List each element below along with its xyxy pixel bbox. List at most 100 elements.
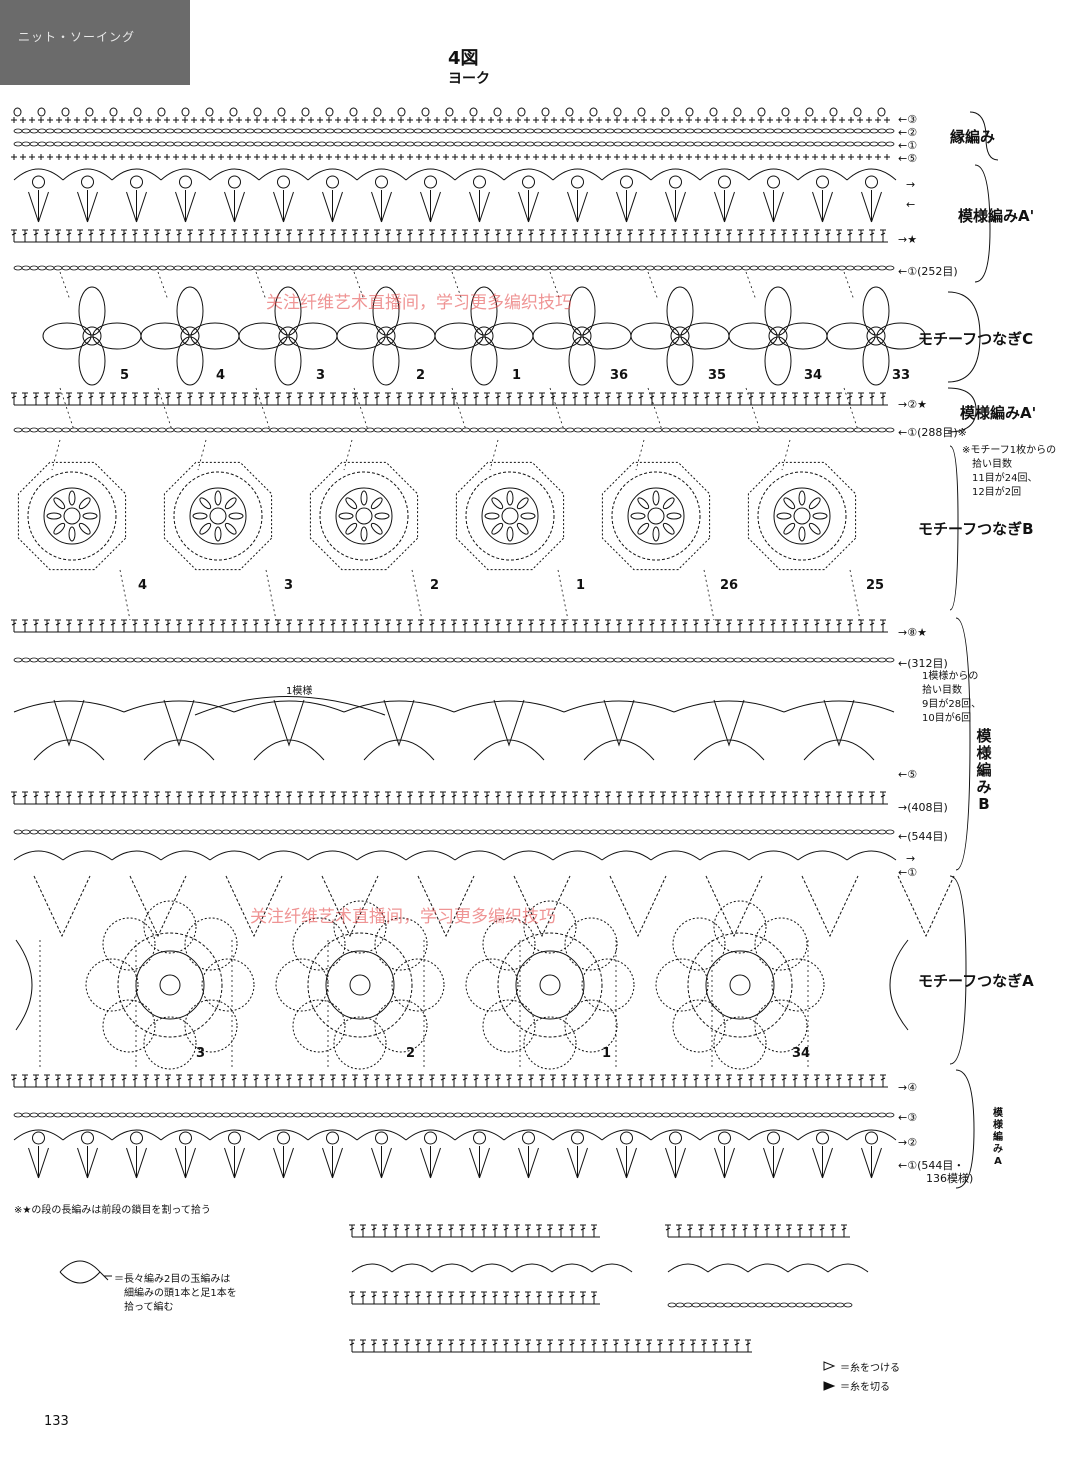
row-label-r7: →★ <box>898 233 918 246</box>
motif-a-flower <box>85 900 255 1070</box>
pattern-b-brace <box>955 617 971 871</box>
motif-a-petal <box>292 999 346 1053</box>
edging-sc-row-3 <box>11 117 890 123</box>
pattern-b-note: 1模様からの 拾い目数 9目が28回、 10目が6回 <box>922 671 982 724</box>
motif-a-ring <box>497 932 603 1038</box>
motif-c-petal <box>470 286 498 336</box>
motif-a-number: 2 <box>406 1046 416 1061</box>
motif-a-petal <box>482 917 536 971</box>
motif-b-petal <box>46 512 62 520</box>
row-label-r14: →(408目) <box>898 801 948 814</box>
section-motif-b: モチーフつなぎB <box>918 520 1034 538</box>
motif-b-petal <box>224 522 237 535</box>
detail-dc-row <box>349 1224 600 1238</box>
motif-b-petal <box>484 512 500 520</box>
motif-b-center <box>63 507 81 525</box>
row-label-r19: ←③ <box>898 1111 918 1124</box>
motif-c-number: 33 <box>892 368 911 383</box>
edging-chain-row-2 <box>13 128 895 134</box>
motif-b-number: 3 <box>284 578 294 593</box>
detail-arch-row <box>351 1263 633 1273</box>
motif-b-petal <box>374 512 390 520</box>
cut-yarn-note: ＝糸を切る <box>840 1382 890 1393</box>
page-number: 133 <box>44 1414 69 1429</box>
motif-a-petal <box>184 999 238 1053</box>
arch-row-2 <box>13 1129 897 1141</box>
motif-a-flower <box>655 900 825 1070</box>
motif-a-inner-ring <box>135 950 205 1020</box>
motif-b-inner-ring <box>189 487 247 545</box>
motif-c-number: 2 <box>416 368 426 383</box>
motif-c-number: 35 <box>708 368 727 383</box>
motif-b-petal <box>637 497 650 510</box>
detail-dc-row-right <box>665 1224 850 1238</box>
motif-c-center <box>474 326 494 346</box>
section-pattern-a-prime-mid: 模様編みA' <box>960 404 1037 422</box>
motif-b-number: 25 <box>866 578 885 593</box>
motif-c-center <box>768 326 788 346</box>
motif-c-flower <box>140 286 240 386</box>
motif-a-petal <box>713 1016 767 1070</box>
puff-stitch-icon <box>59 1260 112 1284</box>
motif-a-petal <box>754 917 808 971</box>
row-label-r4: ←⑤ <box>898 152 918 165</box>
row-label-r11: →⑧★ <box>898 626 927 639</box>
motif-c-petal <box>764 336 792 386</box>
motif-a-petal <box>523 900 577 954</box>
chain-row-3 <box>13 1112 895 1118</box>
motif-b-petal <box>53 522 66 535</box>
motif-b-petal <box>78 522 91 535</box>
motif-c-petal <box>176 336 204 386</box>
legend-symbols <box>59 1260 836 1391</box>
motif-b-flower <box>163 461 273 571</box>
motif-c-flower <box>434 286 534 386</box>
motif-a-petal <box>391 958 445 1012</box>
motif-b-petal <box>370 522 383 535</box>
puff-note: ＝長々編み2目の玉編みは 細編みの頭1本と足1本を 拾って編む <box>114 1274 237 1313</box>
watermark: 关注纤维艺术直播间，学习更多编织技巧 <box>250 907 556 927</box>
motif-b-petal <box>224 497 237 510</box>
motif-c-number: 4 <box>216 368 226 383</box>
motif-c-petal <box>728 322 778 350</box>
motif-b-petal <box>666 512 682 520</box>
section-pattern-a: 模様編みA <box>993 1108 1003 1167</box>
motif-c-petal <box>78 286 106 336</box>
motif-c-petal <box>274 286 302 336</box>
motif-c-petal <box>568 336 596 386</box>
motif-b-petal <box>199 522 212 535</box>
picot-edging-row <box>13 107 886 117</box>
motif-b-petal <box>783 497 796 510</box>
motif-a-petal <box>143 1016 197 1070</box>
corner-text: ニット・ソーイング <box>18 30 136 44</box>
motif-b-number: 1 <box>576 578 586 593</box>
motif-c-center <box>670 326 690 346</box>
motif-c-petal <box>862 286 890 336</box>
motif-c-petal <box>140 322 190 350</box>
motif-b-ring <box>319 471 409 561</box>
motif-a-petal <box>713 900 767 954</box>
row-label-r17: ←① <box>898 866 918 879</box>
pattern-a-brace <box>955 1069 975 1189</box>
motif-b-petal <box>68 526 76 542</box>
motif-a-petal <box>374 999 428 1053</box>
motif-b-petal <box>637 522 650 535</box>
motif-b-petal <box>360 490 368 506</box>
dc-row-4 <box>11 1074 888 1088</box>
motif-c-petal <box>666 286 694 336</box>
motif-c-petal <box>42 322 92 350</box>
motif-a-petal <box>754 999 808 1053</box>
row-label-r9: →②★ <box>898 398 927 411</box>
motif-b-petal <box>652 490 660 506</box>
motif-b-petal <box>516 497 529 510</box>
motif-c-petal <box>876 322 926 350</box>
section-motif-c: モチーフつなぎC <box>918 330 1034 348</box>
motif-b-flower <box>17 461 127 571</box>
motif-c-petal <box>434 322 484 350</box>
motif-b-petal <box>199 497 212 510</box>
chain-row-544 <box>13 829 895 835</box>
motif-c-petal <box>484 322 534 350</box>
motif-c-petal <box>336 322 386 350</box>
stitch-rows <box>11 107 955 1353</box>
motif-b-petal <box>808 497 821 510</box>
